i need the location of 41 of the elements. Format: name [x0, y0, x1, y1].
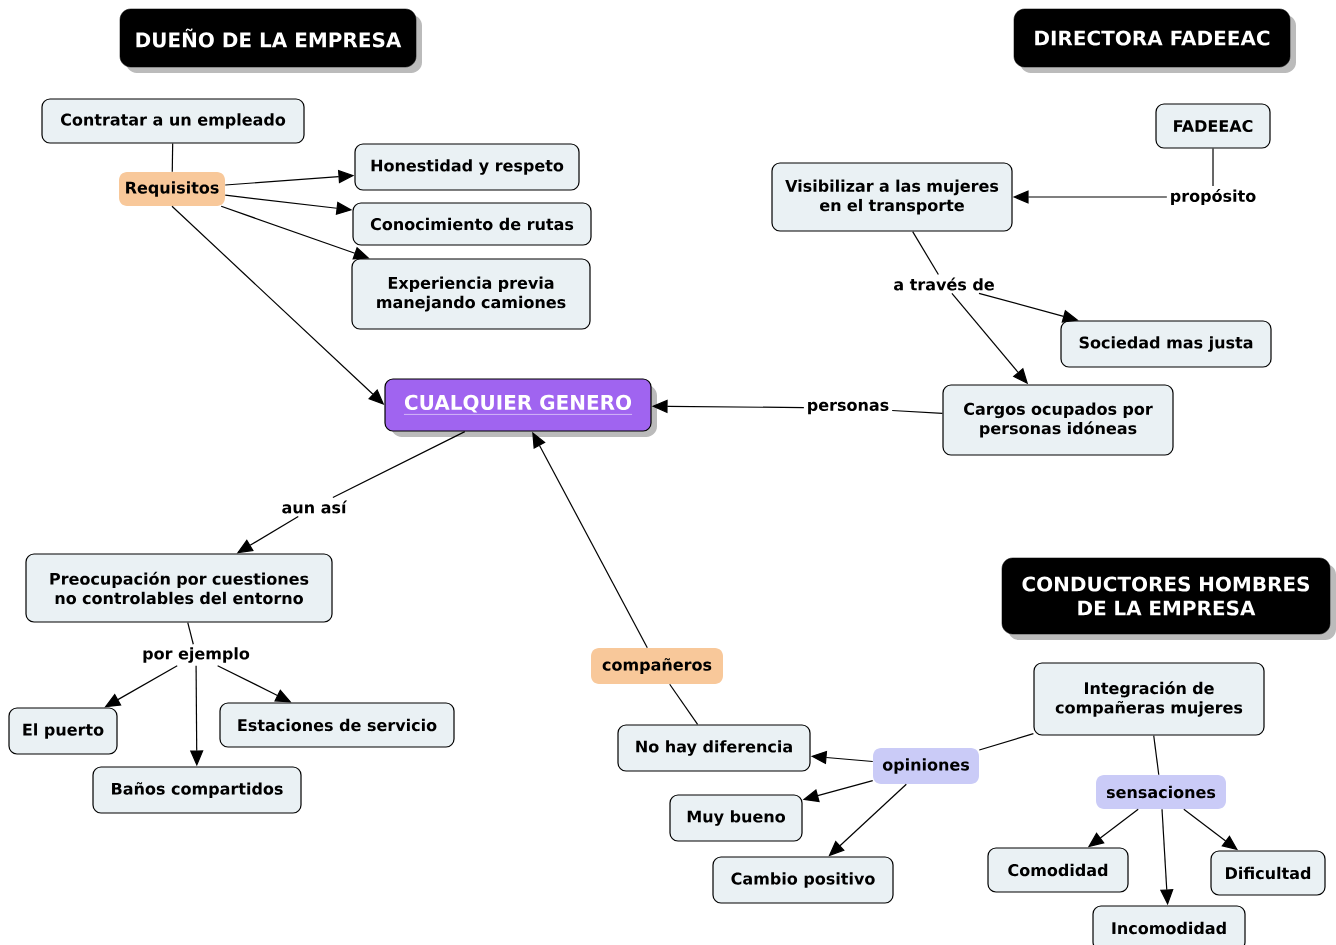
heading-box: DIRECTORA FADEEAC	[1013, 8, 1296, 73]
concept-box: Incomodidad	[1092, 905, 1246, 945]
concept-box: Dificultad	[1210, 850, 1326, 896]
concept-box: El puerto	[8, 707, 118, 755]
concept-box: Visibilizar a las mujeres en el transporte	[771, 162, 1013, 232]
concept-box: Estaciones de servicio	[219, 702, 455, 748]
concept-box: No hay diferencia	[617, 724, 811, 772]
central-concept-box: CUALQUIER GENERO	[384, 378, 657, 437]
heading-box: DUEÑO DE LA EMPRESA	[119, 8, 422, 73]
linking-phrase-box: opiniones	[873, 748, 979, 784]
linking-phrase: propósito	[1167, 186, 1259, 208]
concept-box: Cargos ocupados por personas idóneas	[942, 384, 1174, 456]
linking-phrase-box: sensaciones	[1096, 775, 1226, 809]
linking-phrase: aun así	[278, 497, 350, 517]
linking-phrase: por ejemplo	[139, 644, 253, 666]
concept-box: FADEEAC	[1155, 103, 1271, 149]
concept-box: Honestidad y respeto	[354, 143, 580, 191]
concept-box: Muy bueno	[669, 794, 803, 842]
connector-line	[669, 683, 699, 725]
heading-box: CONDUCTORES HOMBRES DE LA EMPRESA	[1001, 557, 1336, 640]
concept-box: Comodidad	[987, 847, 1129, 893]
linking-phrase: personas	[804, 399, 892, 417]
concept-box: Contratar a un empleado	[41, 98, 305, 144]
concept-box: Preocupación por cuestiones no controlables del entorno	[25, 553, 333, 623]
connector-line	[912, 231, 939, 276]
concept-box: Integración de compañeras mujeres	[1033, 662, 1265, 736]
connector-line	[171, 143, 174, 173]
connector-line	[891, 409, 943, 414]
linking-phrase-box: compañeros	[591, 648, 723, 684]
concept-box: Sociedad mas justa	[1060, 320, 1272, 368]
linking-phrase-box: Requisitos	[119, 172, 225, 206]
concept-box: Cambio positivo	[712, 856, 894, 904]
concept-box: Experiencia previa manejando camiones	[351, 258, 591, 330]
connector-line	[978, 733, 1034, 751]
connector-line	[1212, 148, 1214, 187]
concept-box: Baños compartidos	[92, 766, 302, 814]
linking-phrase: a través de	[890, 274, 998, 294]
connector-line	[1153, 735, 1160, 776]
connector-line	[332, 431, 466, 499]
concept-box: Conocimiento de rutas	[352, 202, 592, 246]
connector-line	[187, 622, 194, 645]
